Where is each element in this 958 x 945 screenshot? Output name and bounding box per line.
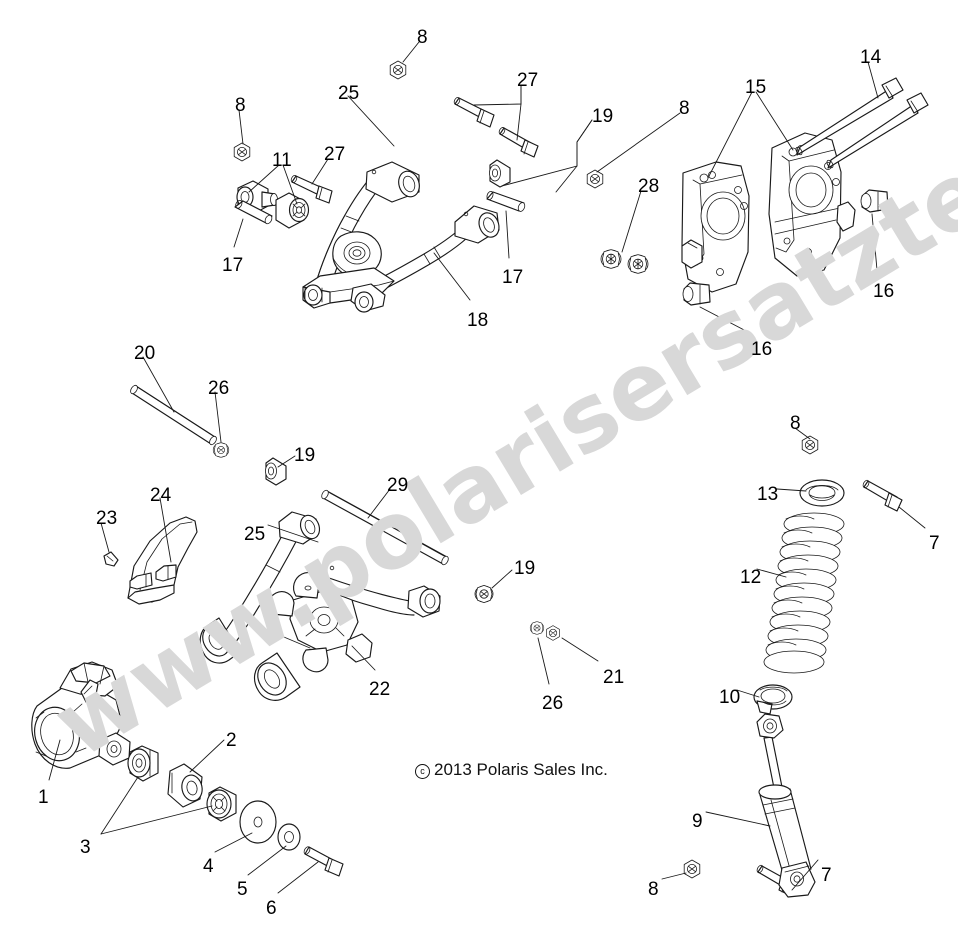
copyright-text: 2013 Polaris Sales Inc. — [434, 760, 608, 779]
callout-10-spring-retainer: 10 — [719, 687, 741, 708]
nut-part-26-upper — [212, 442, 230, 458]
bolt-part-6 — [303, 846, 344, 877]
lower-control-arm-part-25 — [199, 511, 441, 701]
callout-9-shock-absorber: 9 — [692, 811, 703, 832]
pin-part-17-right — [486, 190, 526, 212]
callout-19-spacer-right: 19 — [514, 558, 536, 579]
callout-12-coil-spring: 12 — [740, 567, 762, 588]
callout-16-stud-lower: 16 — [751, 339, 773, 360]
bearing-part-3-right — [206, 786, 237, 822]
callout-2-bushing: 2 — [226, 730, 237, 751]
upper-control-arm-part-18 — [302, 161, 500, 313]
callout-21-nut: 21 — [603, 667, 625, 688]
callout-16-stud-right: 16 — [873, 281, 895, 302]
nut-part-8-center — [586, 169, 604, 189]
coil-spring-part-12 — [763, 512, 845, 674]
callout-4-washer-large: 4 — [203, 856, 214, 877]
torsion-bar-part-20 — [130, 384, 217, 446]
nut-part-8-left — [233, 142, 251, 162]
callout-7-shock-bolt-lower: 7 — [821, 865, 832, 886]
callout-3-bearings: 3 — [80, 837, 91, 858]
nuts-part-28 — [600, 249, 649, 274]
bolt-part-27-upper — [453, 96, 495, 128]
washer-part-4 — [239, 800, 277, 844]
stud-part-16-lower — [682, 282, 711, 306]
callout-17-pin-left: 17 — [222, 255, 244, 276]
nut-part-8-top — [389, 60, 407, 80]
mud-guard-part-24 — [127, 516, 198, 605]
spacer-part-19-top — [489, 159, 511, 188]
callout-11-bushings: 11 — [272, 150, 292, 171]
callout-25-grease-fitting-lower: 25 — [244, 524, 266, 545]
callout-6-bolt: 6 — [266, 898, 277, 919]
callout-20-torsion-bar: 20 — [134, 343, 156, 364]
pin-part-17-left — [234, 199, 273, 225]
nut-part-26-lower — [529, 621, 545, 635]
stud-part-16-right — [860, 189, 889, 213]
bushing-part-2 — [167, 763, 203, 808]
spring-retainer-part-10 — [753, 684, 793, 715]
callout-23-fastener: 23 — [96, 508, 118, 529]
copyright-symbol-icon: c — [415, 764, 430, 779]
callout-8-nut-top: 8 — [417, 27, 428, 48]
callout-24-mud-guard: 24 — [150, 485, 172, 506]
callout-19-spacer-top: 19 — [592, 106, 614, 127]
bolt-part-27-left — [290, 174, 333, 204]
long-bolt-part-14-b — [826, 92, 929, 169]
spring-seat-part-13 — [799, 479, 845, 507]
callout-25-grease-fitting-top: 25 — [338, 83, 360, 104]
stabilizer-bar-part-29 — [321, 489, 449, 566]
callout-8-nut-shock: 8 — [648, 879, 659, 900]
callout-28-nuts: 28 — [638, 176, 660, 197]
bolt-part-7-upper — [862, 479, 903, 512]
bearing-carrier-part-15-right — [768, 132, 856, 277]
spacer-part-19-right — [474, 585, 494, 603]
callout-5-washer-small: 5 — [237, 879, 248, 900]
callout-8-nut-spring: 8 — [790, 413, 801, 434]
callout-26-nut-lower: 26 — [542, 693, 564, 714]
callout-27-bolt-upper: 27 — [517, 70, 539, 91]
callout-27-bolt-left: 27 — [324, 144, 346, 165]
callout-8-nut-center: 8 — [679, 98, 690, 119]
callout-26-nut-upper: 26 — [208, 378, 230, 399]
caliper-bracket-part-1 — [31, 661, 131, 769]
spacer-part-19-left — [265, 457, 287, 486]
bolt-part-27-mid — [498, 127, 539, 158]
callout-18-upper-control-arm: 18 — [467, 310, 489, 331]
long-bolt-part-14-a — [795, 77, 904, 156]
callout-13-spring-seat: 13 — [757, 484, 779, 505]
callout-29-stabilizer-bar: 29 — [387, 475, 409, 496]
callout-7-shock-bolt-upper: 7 — [929, 533, 940, 554]
fastener-part-23 — [103, 551, 119, 567]
callout-22-hub-mount: 22 — [369, 679, 391, 700]
leader-lines — [48, 41, 926, 894]
bearing-part-3-left — [127, 745, 159, 782]
callout-14-long-bolt: 14 — [860, 47, 882, 68]
nut-part-21 — [546, 625, 560, 641]
callout-17-pin-right: 17 — [502, 267, 524, 288]
copyright-notice: c 2013 Polaris Sales Inc. — [415, 760, 608, 780]
callout-19-spacer-left: 19 — [294, 445, 316, 466]
callout-1-brake-caliper-bracket: 1 — [38, 787, 49, 808]
bearing-carrier-part-15-left — [681, 161, 750, 293]
washer-part-5 — [277, 823, 301, 851]
callout-8-nut-left: 8 — [235, 95, 246, 116]
callout-15-bearing-carrier: 15 — [745, 77, 767, 98]
shock-absorber-part-9 — [756, 713, 816, 898]
nut-part-8-shock — [683, 859, 701, 879]
